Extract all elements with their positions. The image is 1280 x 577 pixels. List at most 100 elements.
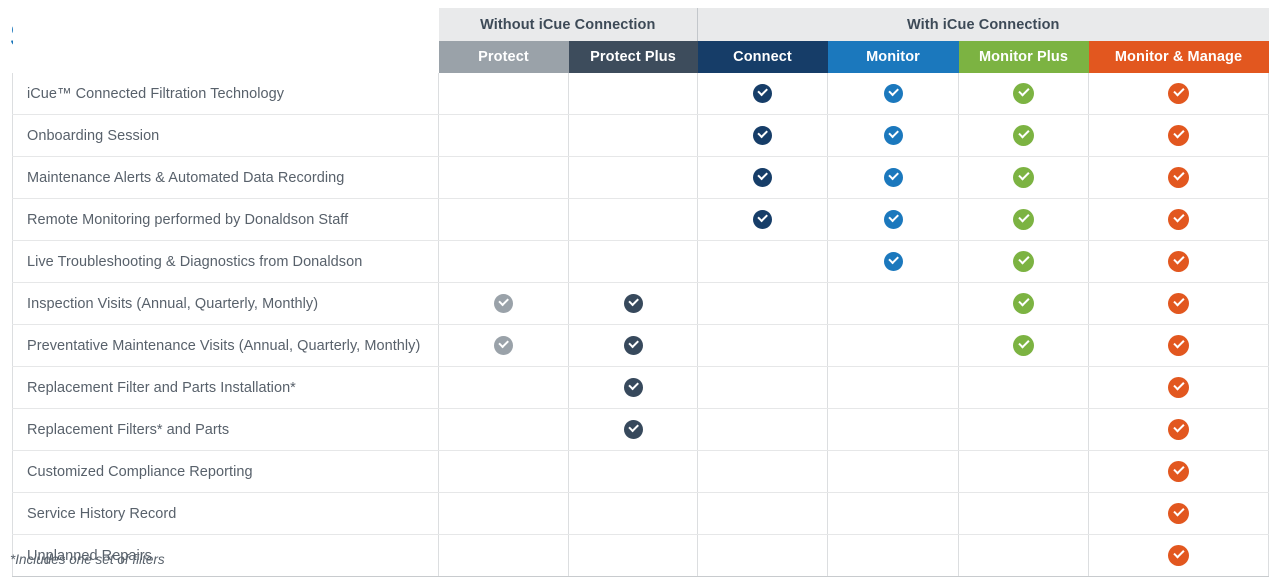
plan-header-connect[interactable]: Connect — [697, 41, 828, 73]
cell-protect-plus — [568, 198, 698, 241]
group-header-spacer — [12, 8, 439, 41]
table-row: Preventative Maintenance Visits (Annual,… — [12, 324, 1269, 367]
check-icon — [494, 336, 513, 355]
plan-header-row: Protect Protect Plus Connect Monitor Mon… — [12, 41, 1269, 73]
table-header: Without iCue Connection With iCue Connec… — [12, 8, 1269, 73]
plan-header-monitor[interactable]: Monitor — [827, 41, 959, 73]
cell-protect — [438, 366, 569, 409]
cell-protect — [438, 408, 569, 451]
check-icon — [753, 126, 772, 145]
cell-monitor-manage — [1088, 156, 1269, 199]
feature-column-header — [12, 41, 439, 73]
feature-label: Remote Monitoring performed by Donaldson… — [12, 198, 439, 241]
plan-header-monitor-manage[interactable]: Monitor & Manage — [1088, 41, 1269, 73]
cell-monitor-manage — [1088, 324, 1269, 367]
group-header-without-icue: Without iCue Connection — [438, 8, 698, 41]
cell-monitor-plus — [958, 492, 1089, 535]
cell-protect-plus — [568, 240, 698, 283]
cell-protect-plus — [568, 534, 698, 577]
plan-header-protect[interactable]: Protect — [438, 41, 569, 73]
cell-monitor-manage — [1088, 450, 1269, 493]
cell-monitor — [827, 114, 959, 157]
cell-monitor-manage — [1088, 366, 1269, 409]
table-row: Service History Record — [12, 492, 1269, 535]
cell-monitor-plus — [958, 450, 1089, 493]
footnote: *Includes one set of filters — [10, 552, 165, 567]
cell-connect — [697, 366, 828, 409]
cell-connect — [697, 450, 828, 493]
check-icon — [1013, 251, 1034, 272]
table-row: iCue™ Connected Filtration Technology — [12, 73, 1269, 115]
cell-protect — [438, 534, 569, 577]
cell-monitor — [827, 73, 959, 115]
table-row: Replacement Filter and Parts Installatio… — [12, 366, 1269, 409]
check-icon — [1168, 419, 1189, 440]
cell-protect-plus — [568, 324, 698, 367]
check-icon — [1168, 461, 1189, 482]
check-icon — [1168, 209, 1189, 230]
check-icon — [1013, 209, 1034, 230]
cell-connect — [697, 240, 828, 283]
cell-monitor — [827, 492, 959, 535]
check-icon — [1168, 545, 1189, 566]
group-header-row: Without iCue Connection With iCue Connec… — [12, 8, 1269, 41]
cell-monitor-manage — [1088, 240, 1269, 283]
check-icon — [1168, 125, 1189, 146]
table-row: Replacement Filters* and Parts — [12, 408, 1269, 451]
cell-connect — [697, 282, 828, 325]
cell-monitor-plus — [958, 408, 1089, 451]
cell-monitor — [827, 240, 959, 283]
cell-monitor-plus — [958, 366, 1089, 409]
cell-protect — [438, 324, 569, 367]
cell-protect-plus — [568, 73, 698, 115]
table-row: Inspection Visits (Annual, Quarterly, Mo… — [12, 282, 1269, 325]
check-icon — [1168, 335, 1189, 356]
cell-protect-plus — [568, 408, 698, 451]
cell-connect — [697, 492, 828, 535]
cell-monitor-manage — [1088, 73, 1269, 115]
cell-monitor-manage — [1088, 492, 1269, 535]
cell-monitor — [827, 156, 959, 199]
check-icon — [753, 210, 772, 229]
table-row: Onboarding Session — [12, 114, 1269, 157]
plan-header-monitor-plus[interactable]: Monitor Plus — [958, 41, 1089, 73]
cell-monitor-plus — [958, 156, 1089, 199]
check-icon — [1013, 125, 1034, 146]
plan-header-protect-plus[interactable]: Protect Plus — [568, 41, 698, 73]
cell-protect-plus — [568, 282, 698, 325]
check-icon — [1168, 251, 1189, 272]
cell-monitor-plus — [958, 534, 1089, 577]
check-icon — [883, 84, 903, 103]
check-icon — [883, 252, 903, 271]
cell-monitor-plus — [958, 114, 1089, 157]
cell-protect — [438, 198, 569, 241]
cell-monitor — [827, 408, 959, 451]
cell-protect-plus — [568, 156, 698, 199]
cell-protect-plus — [568, 114, 698, 157]
check-icon — [623, 420, 643, 439]
service-plans-table: Without iCue Connection With iCue Connec… — [12, 8, 1269, 577]
cell-monitor — [827, 534, 959, 577]
check-icon — [623, 294, 643, 313]
cell-monitor — [827, 366, 959, 409]
cell-connect — [697, 324, 828, 367]
check-icon — [494, 294, 513, 313]
check-icon — [623, 378, 643, 397]
cell-monitor-manage — [1088, 282, 1269, 325]
check-icon — [883, 168, 903, 187]
cell-monitor — [827, 324, 959, 367]
table-row: Customized Compliance Reporting — [12, 450, 1269, 493]
cell-protect — [438, 240, 569, 283]
cell-protect — [438, 114, 569, 157]
check-icon — [1168, 167, 1189, 188]
cell-monitor — [827, 450, 959, 493]
cell-protect-plus — [568, 450, 698, 493]
check-icon — [1013, 167, 1034, 188]
cell-monitor-plus — [958, 240, 1089, 283]
cell-connect — [697, 408, 828, 451]
cell-protect — [438, 282, 569, 325]
group-header-with-icue: With iCue Connection — [697, 8, 1269, 41]
cell-monitor-plus — [958, 324, 1089, 367]
cell-protect — [438, 156, 569, 199]
